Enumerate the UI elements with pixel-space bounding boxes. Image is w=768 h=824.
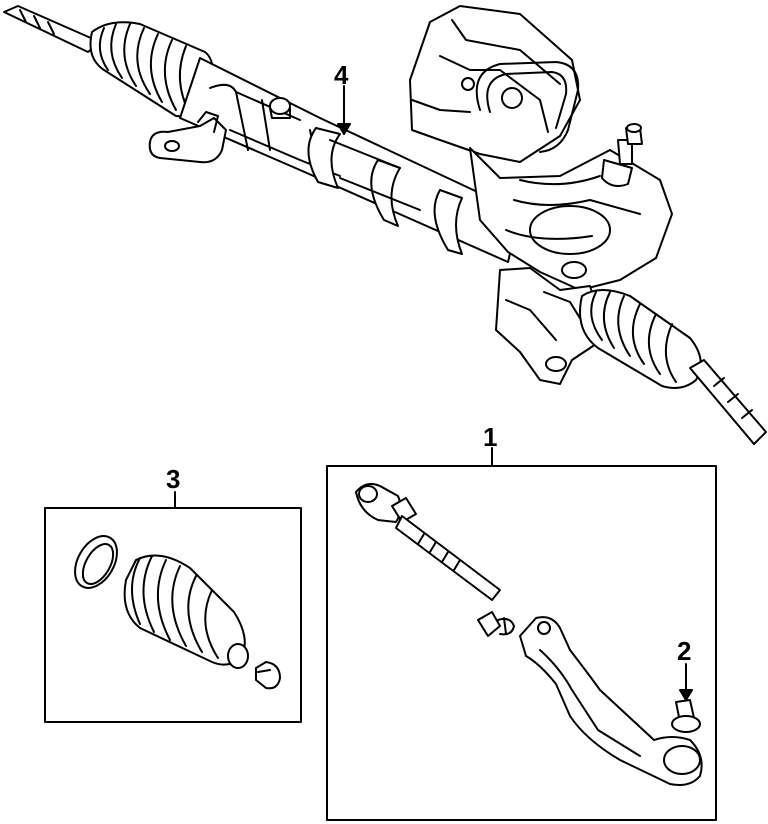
outer-tie-rod-end xyxy=(519,616,703,786)
inner-tie-rod xyxy=(355,483,501,601)
boot-clip xyxy=(255,661,281,690)
right-bellows-boot xyxy=(579,289,702,389)
housing-clamps xyxy=(307,127,463,255)
boot-clamp-ring xyxy=(74,535,118,589)
callout-3: 3 xyxy=(166,464,180,494)
rack-boot xyxy=(123,554,249,669)
callout-1: 1 xyxy=(483,422,497,452)
jam-nut xyxy=(477,611,515,637)
power-steering-motor xyxy=(409,5,673,291)
boot-kit xyxy=(74,535,281,690)
left-bellows-boot xyxy=(89,21,215,118)
tie-rod-box xyxy=(326,465,717,821)
left-mount-bracket xyxy=(148,117,227,164)
pinion-shaft xyxy=(601,159,633,187)
callout-2: 2 xyxy=(677,636,691,666)
callout-4: 4 xyxy=(334,60,349,90)
fluid-line xyxy=(475,61,580,153)
boot-kit-box xyxy=(44,507,302,723)
steering-rack-assembly xyxy=(3,5,767,445)
